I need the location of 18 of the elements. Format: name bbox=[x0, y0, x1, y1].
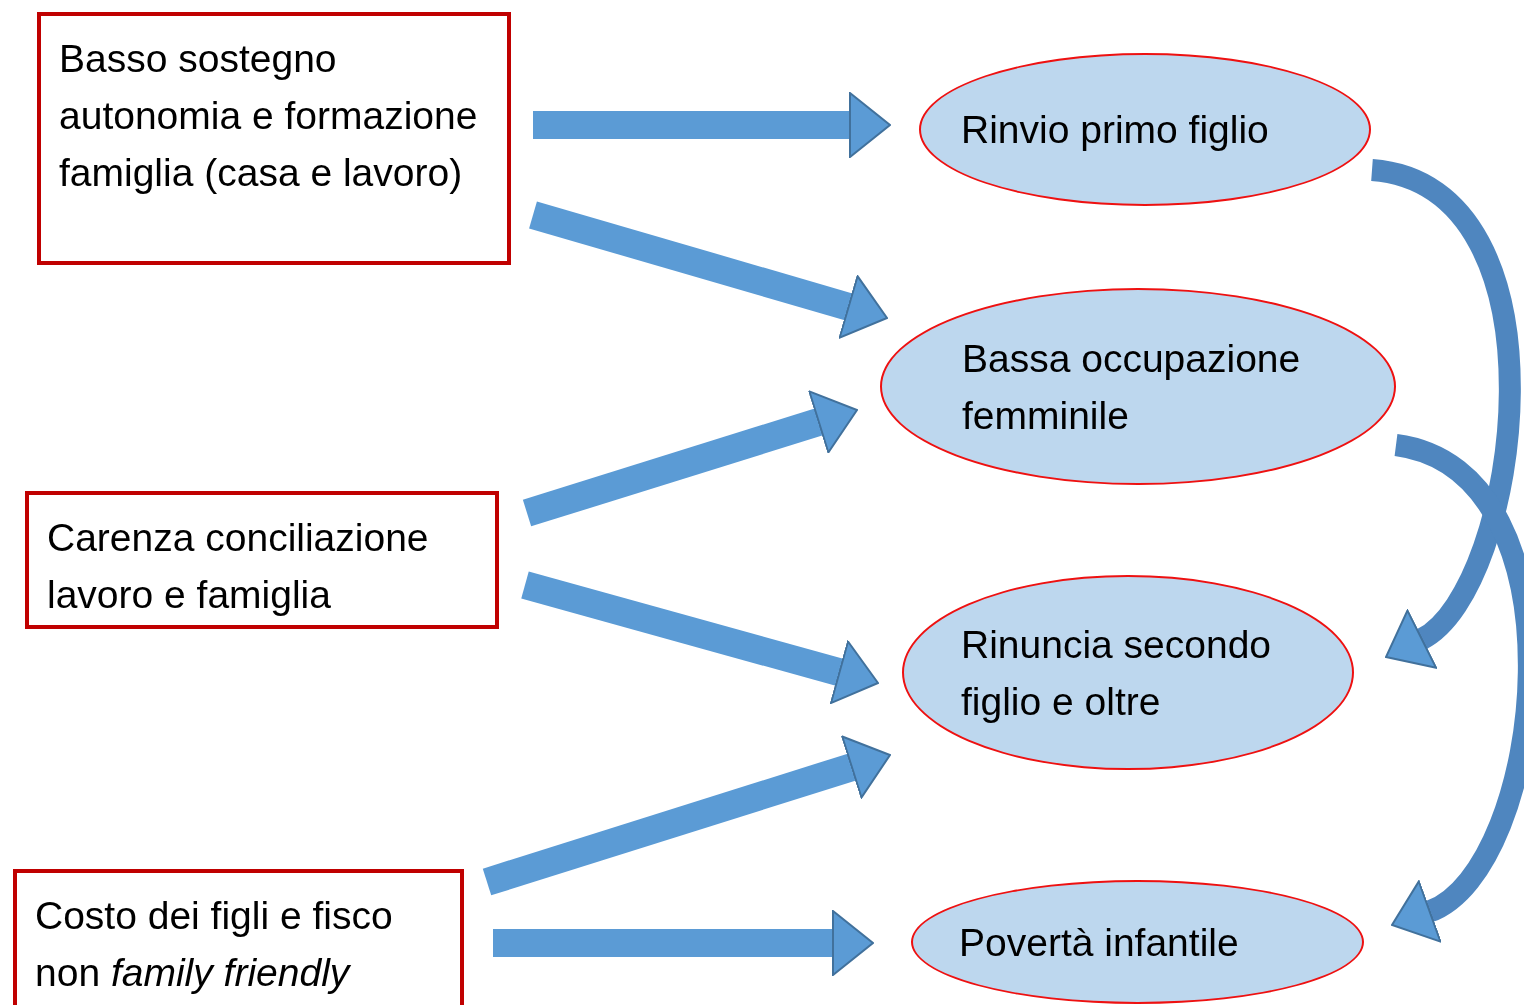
curved-arrow bbox=[1392, 434, 1524, 940]
cause-box bbox=[37, 12, 511, 265]
cause-box bbox=[25, 491, 499, 629]
node-text: Rinuncia secondo figlio e oltre bbox=[961, 621, 1273, 725]
node-text: Rinvio primo figlio bbox=[961, 107, 1269, 153]
node-text: Carenza conciliazione lavoro e famiglia bbox=[47, 516, 429, 616]
block-arrow bbox=[533, 92, 891, 158]
node-text: Bassa occupazione femminile bbox=[962, 335, 1302, 439]
block-arrow bbox=[482, 735, 891, 896]
node-text: Basso sostegno autonomia e formazione famiglia (casa e lavoro) bbox=[59, 37, 478, 194]
block-arrow bbox=[521, 571, 879, 705]
node-text: Povertà infantile bbox=[959, 919, 1239, 966]
block-arrow bbox=[493, 910, 874, 976]
block-arrow bbox=[529, 201, 888, 339]
block-arrow bbox=[522, 390, 858, 527]
cause-box bbox=[13, 869, 464, 1005]
node-text: Costo dei figli e fisco non family friendly bbox=[35, 894, 393, 994]
curved-arrow bbox=[1369, 159, 1521, 666]
